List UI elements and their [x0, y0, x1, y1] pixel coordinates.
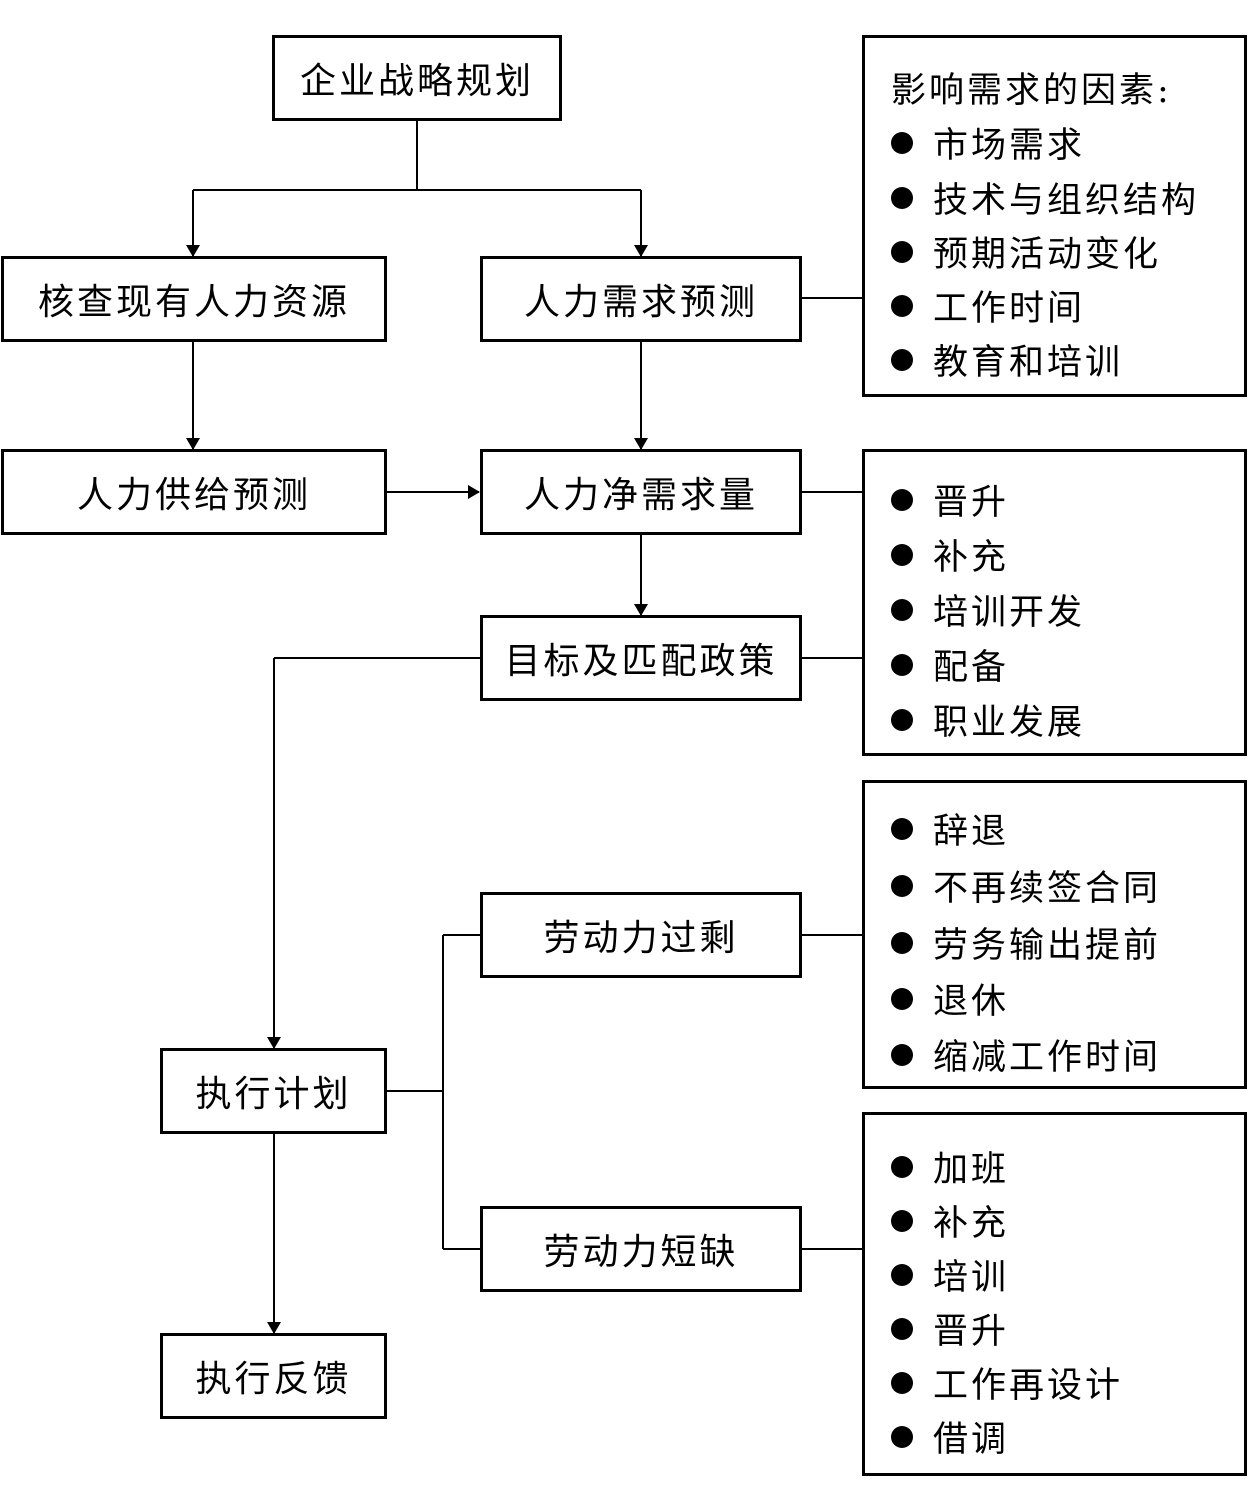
bullet-item: 培训开发	[891, 584, 1085, 635]
panel-demand-factors: 影响需求的因素: 市场需求 技术与组织结构 预期活动变化 工作时间 教育和培训	[862, 35, 1247, 397]
bullet-item: 劳务输出提前	[891, 917, 1161, 968]
link-execute-plan-bracket	[386, 934, 481, 1250]
bullet-icon	[891, 931, 913, 954]
bullet-icon	[891, 708, 913, 731]
bullet-item: 晋升	[891, 474, 1009, 525]
bullet-item: 培训	[891, 1249, 1009, 1300]
panel-title-demand-factors: 影响需求的因素:	[891, 71, 1172, 111]
bullet-icon	[891, 1155, 913, 1178]
bullet-item: 教育和培训	[891, 334, 1123, 385]
bullet-icon	[891, 294, 913, 317]
bullet-icon	[891, 186, 913, 209]
bullet-icon	[891, 1425, 913, 1448]
bullet-icon	[891, 987, 913, 1010]
bullet-icon	[891, 348, 913, 371]
bullet-item: 职业发展	[891, 694, 1085, 745]
node-strategy: 企业战略规划	[272, 35, 562, 121]
bullet-item: 加班	[891, 1141, 1009, 1192]
panel-policy-measures: 晋升 补充 培训开发 配备 职业发展	[862, 449, 1247, 756]
bullet-icon	[891, 1209, 913, 1232]
bullet-icon	[891, 1317, 913, 1340]
bullet-item: 工作时间	[891, 280, 1085, 331]
bullet-item: 技术与组织结构	[891, 172, 1199, 223]
panel-surplus-measures: 辞退 不再续签合同 劳务输出提前 退休 缩减工作时间	[862, 780, 1247, 1089]
node-goals-policy: 目标及匹配政策	[480, 615, 802, 701]
bullet-item: 补充	[891, 1195, 1009, 1246]
bullet-item: 借调	[891, 1411, 1009, 1462]
bullet-item: 缩减工作时间	[891, 1029, 1161, 1080]
bullet-item: 预期活动变化	[891, 226, 1161, 277]
bullet-icon	[891, 543, 913, 566]
bullet-icon	[891, 1043, 913, 1066]
node-labor-surplus: 劳动力过剩	[480, 892, 802, 978]
bullet-item: 退休	[891, 973, 1009, 1024]
bullet-icon	[891, 598, 913, 621]
node-execute-feedback: 执行反馈	[160, 1333, 387, 1419]
bullet-item: 补充	[891, 529, 1009, 580]
bullet-item: 市场需求	[891, 117, 1085, 168]
node-demand-forecast: 人力需求预测	[480, 256, 802, 342]
node-supply-forecast: 人力供给预测	[1, 449, 387, 535]
node-net-demand: 人力净需求量	[480, 449, 802, 535]
bullet-icon	[891, 240, 913, 263]
bullet-icon	[891, 817, 913, 840]
bullet-item: 配备	[891, 639, 1009, 690]
node-execute-plan: 执行计划	[160, 1048, 387, 1134]
bullet-icon	[891, 653, 913, 676]
bullet-icon	[891, 488, 913, 511]
bullet-item: 辞退	[891, 803, 1009, 854]
bullet-icon	[891, 874, 913, 897]
node-labor-shortage: 劳动力短缺	[480, 1206, 802, 1292]
panel-shortage-measures: 加班 补充 培训 晋升 工作再设计 借调	[862, 1112, 1247, 1476]
bullet-item: 不再续签合同	[891, 860, 1161, 911]
bullet-item: 工作再设计	[891, 1357, 1123, 1408]
node-audit: 核查现有人力资源	[1, 256, 387, 342]
bullet-item: 晋升	[891, 1303, 1009, 1354]
bullet-icon	[891, 1263, 913, 1286]
bullet-icon	[891, 131, 913, 154]
bullet-icon	[891, 1371, 913, 1394]
